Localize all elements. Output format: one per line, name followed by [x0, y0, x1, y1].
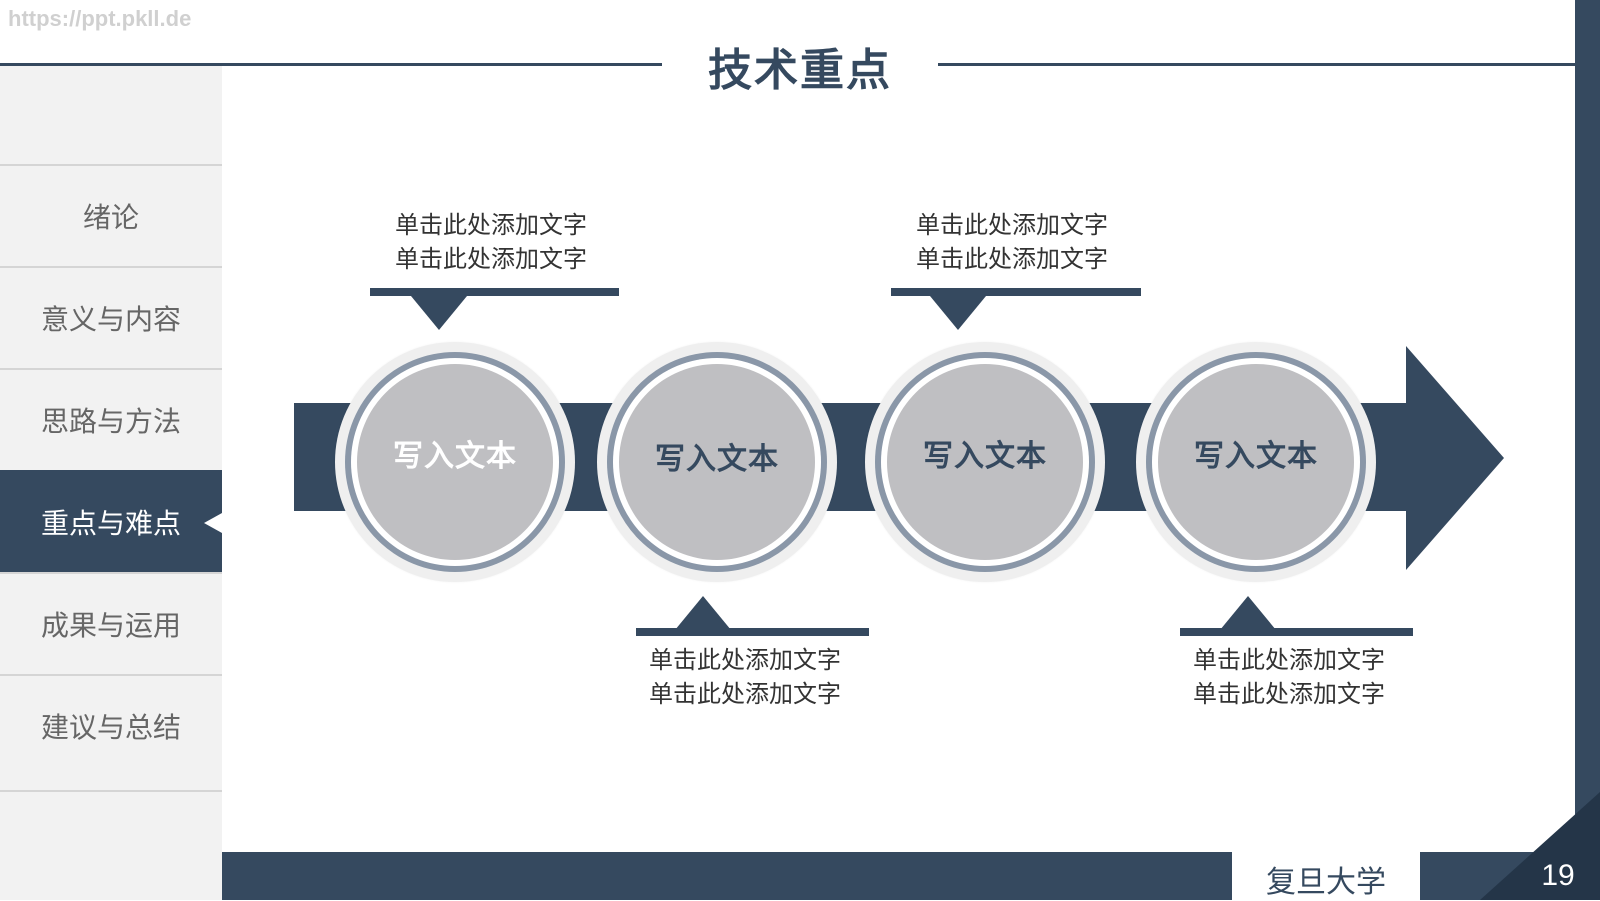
- callout-pointer-4: [1220, 596, 1276, 630]
- step-label: 写入文本: [655, 442, 779, 477]
- footer-school-name: 复旦大学: [1266, 865, 1386, 900]
- callout-line: 单击此处添加文字: [1193, 680, 1385, 708]
- callout-line: 单击此处添加文字: [649, 680, 841, 708]
- title-rule-right: [938, 63, 1575, 66]
- sidebar-item-approach[interactable]: 思路与方法: [0, 368, 222, 470]
- callout-text-3: 单击此处添加文字 单击此处添加文字: [882, 208, 1142, 276]
- page-number: 19: [1541, 859, 1575, 892]
- callout-bar-1: [370, 288, 619, 296]
- callout-bar-4: [1180, 628, 1413, 636]
- step-label: 写入文本: [393, 439, 517, 474]
- step-circle-2[interactable]: 写入文本: [597, 342, 837, 582]
- sidebar-item-label: 绪论: [82, 201, 139, 234]
- process-arrow-head: [1406, 346, 1504, 570]
- callout-line: 单击此处添加文字: [395, 211, 587, 239]
- step-circle-4[interactable]: 写入文本: [1136, 342, 1376, 582]
- sidebar-item-summary[interactable]: 建议与总结: [0, 674, 222, 776]
- callout-line: 单击此处添加文字: [916, 211, 1108, 239]
- callout-line: 单击此处添加文字: [1193, 646, 1385, 674]
- step-circle-1[interactable]: 写入文本: [335, 342, 575, 582]
- sidebar-divider: [0, 790, 222, 792]
- step-circle-3[interactable]: 写入文本: [865, 342, 1105, 582]
- sidebar-nav: 绪论 意义与内容 思路与方法 重点与难点 成果与运用 建议与总结: [0, 66, 222, 900]
- sidebar-item-significance[interactable]: 意义与内容: [0, 266, 222, 368]
- slide-title: 技术重点: [708, 45, 892, 96]
- sidebar-item-results[interactable]: 成果与运用: [0, 572, 222, 674]
- callout-text-1: 单击此处添加文字 单击此处添加文字: [361, 208, 621, 276]
- sidebar-item-key-points[interactable]: 重点与难点: [0, 470, 222, 572]
- right-edge-bar: [1575, 0, 1600, 900]
- callout-bar-2: [636, 628, 869, 636]
- step-label: 写入文本: [1194, 439, 1318, 474]
- callout-pointer-3: [930, 296, 986, 330]
- callout-text-2: 单击此处添加文字 单击此处添加文字: [615, 643, 875, 711]
- callout-line: 单击此处添加文字: [649, 646, 841, 674]
- callout-line: 单击此处添加文字: [395, 245, 587, 273]
- callout-text-4: 单击此处添加文字 单击此处添加文字: [1159, 643, 1419, 711]
- title-rule-left: [0, 63, 662, 66]
- sidebar-item-intro[interactable]: 绪论: [0, 164, 222, 266]
- callout-pointer-1: [411, 296, 467, 330]
- callout-bar-3: [891, 288, 1141, 296]
- sidebar-item-label: 意义与内容: [40, 303, 181, 336]
- sidebar-item-label: 成果与运用: [40, 609, 181, 642]
- sidebar-item-label: 重点与难点: [40, 507, 181, 540]
- sidebar-item-label: 建议与总结: [40, 711, 181, 744]
- callout-line: 单击此处添加文字: [916, 245, 1108, 273]
- sidebar-item-label: 思路与方法: [40, 405, 181, 438]
- footer-bar: [222, 852, 1232, 900]
- callout-pointer-2: [675, 596, 731, 630]
- corner-accent: [1480, 792, 1600, 900]
- watermark-text: https://ppt.pkll.de: [8, 6, 192, 31]
- step-label: 写入文本: [923, 439, 1047, 474]
